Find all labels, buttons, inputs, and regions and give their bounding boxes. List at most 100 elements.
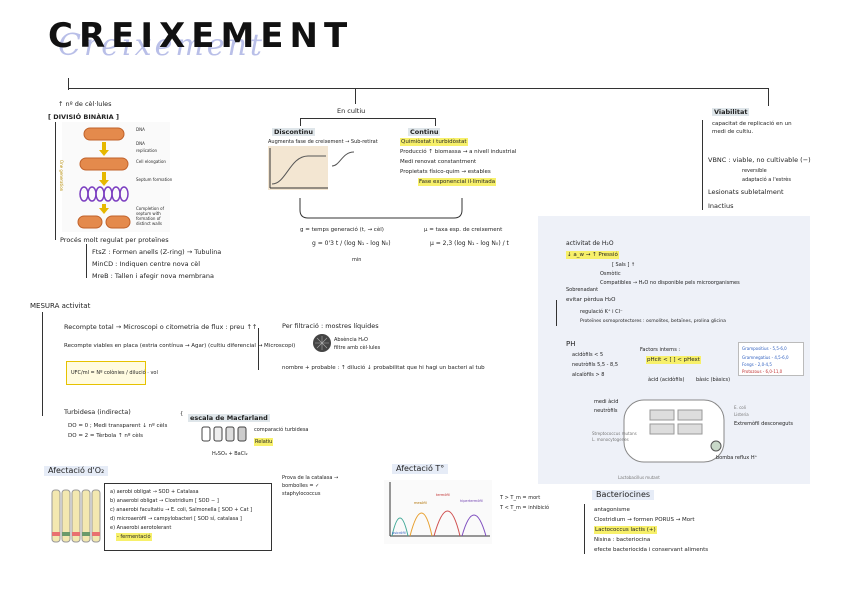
bact-item-5: efecte bacteriocida i conservant aliment… (594, 546, 708, 554)
fig-label-completion: Completion of septum with formation of d… (136, 206, 170, 226)
aw-osmotic: Osmòtic (600, 270, 621, 278)
mcf-chem: H₂SO₄ + BaCl₂ (212, 450, 248, 458)
recompte-viables: Recompte viables en placa (estria contín… (64, 342, 295, 350)
o2-title: Afectació d'O₂ (44, 466, 108, 476)
osmo-bracket (556, 300, 557, 326)
nombre-probable: nombre + probable : ↑ dilució ↓ probabil… (282, 364, 485, 372)
mcfarland-title: escala de Macfarland (188, 414, 270, 422)
temp-title: Afectació T° (392, 464, 448, 474)
growth-curve-figure (268, 146, 358, 190)
legend-item-fongs: Fongs - 2,0-4,5 (739, 361, 803, 368)
mu-equation: μ = 2,3 (log N₁ - log N₀) / t (430, 240, 509, 248)
filtr-bracket (258, 328, 259, 370)
turb-do2: DO = 2 = Tèrbola ↑ nº cèls (68, 432, 143, 440)
ph-title: PH (566, 340, 576, 348)
bact-title: Bacteriocines (592, 490, 654, 500)
formula-g-label: g = temps generació (t, → cèl) (300, 226, 384, 234)
aw-sals: [ Sals ] ↑ (612, 261, 635, 269)
g-equation: g = 0'3 t / (log N₁ - log N₀) (312, 240, 391, 248)
ftsz-item: FtsZ : Formen anells (Z-ring) → Tubulina (92, 248, 221, 256)
neutrofils: neutròfils (594, 407, 618, 415)
medi-acid: medi àcid (594, 398, 618, 406)
o2-tubes-figure (50, 486, 104, 548)
turb-do0: DO = 0 ; Medi transparent ↓ nº cèls (68, 422, 167, 430)
viabilitat-desc: capacitat de replicació en un medi de cu… (712, 120, 800, 136)
viabilitat-title: Viabilitat (712, 108, 749, 116)
cultiu-branch-right (435, 118, 436, 126)
o2-item-a: a) aerobi obligat → SOD + Catalasa (110, 488, 199, 496)
proc-regulat: Procés molt regulat per proteïnes (60, 236, 169, 244)
cont-title: Continu (408, 128, 440, 136)
bact-item-2: Clostridium → formen PORUS → Mort (594, 516, 695, 524)
temp-mort: T > T_m = mort (500, 494, 540, 502)
temp-label-termofil: termòfil (436, 492, 450, 499)
temp-label-hipertermofil: hipertermòfil (460, 498, 483, 505)
bact-item-4: Nisina : bacteriocina (594, 536, 650, 544)
recompte-total: Recompte total → Microscopi o citometria… (64, 323, 257, 331)
extremofil-desconeguts: Extremòfil desconeguts (734, 420, 793, 428)
legend-item-gram-neg: Gramnegatius - 4,5-6,0 (739, 354, 803, 361)
osmo-regulacio: regulació K⁺ i Cl⁻ (580, 308, 623, 316)
temp-label-mesofil: mesòfil (414, 500, 427, 507)
o2-item-d: d) microaeròfil → campylobacteri [ SOD s… (110, 515, 242, 523)
disc-title: Discontinu (272, 128, 315, 136)
cell-count: ↑ nº de cèl·lules (58, 100, 112, 108)
mesura-title: MESURA activitat (30, 302, 90, 310)
temp-inhibicio: T < T_m = inhibició (500, 504, 549, 512)
vbnc: VBNC : viable, no cultivable (−) (708, 156, 811, 164)
filter-figure (312, 333, 332, 353)
aw-title: activitat de H₂O (566, 240, 614, 248)
disc-desc: Augmenta fase de creixement → Sub-retira… (268, 138, 378, 146)
min-unit: min (352, 256, 361, 264)
o2-item-b: b) anaerobi obligat → Clostridium [ SOD … (110, 497, 219, 505)
ph-scale: pHcit < [ ] < pHext (646, 356, 701, 364)
cell-label-lactobacillus: Lactobacillus mutant (618, 474, 660, 481)
cell-label-listeria-mono: L. monocytogenes (592, 436, 629, 443)
mesura-bracket (42, 312, 43, 416)
cont-item-3: Medi renovat constantment (400, 158, 476, 166)
ph-acidofils: acidòfils < 5 (572, 351, 603, 359)
fase-exponencial: Fase exponencial il·limitada (418, 178, 496, 186)
viab-bracket (702, 120, 703, 210)
inactius: Inactius (708, 202, 733, 210)
catalasa-test: Prova de la catalasa → bombolles = ✓ sta… (282, 474, 352, 498)
connector-left (68, 78, 69, 90)
legend-item-protozous: Protozous - 6,0-11,0 (739, 368, 803, 375)
o2-item-ferm: - fermentació (116, 533, 152, 541)
mcf-relatiu: Relatiu (254, 438, 273, 446)
fig-label-septum: Septum formation (136, 176, 172, 183)
ufc-formula: UFC/ml = Nº colònies / dilució · vol (67, 362, 145, 384)
mcf-comparacio: comparació turbidesa (254, 426, 309, 434)
ufc-formula-box: UFC/ml = Nº colònies / dilució · vol (66, 361, 146, 385)
main-connector (68, 88, 768, 89)
temp-label-psicrofil: psicròfil (392, 530, 406, 537)
filter-sub-2: filtre amb cèl·lules (334, 344, 380, 352)
cont-item-4: Propietats físico-quim → estables (400, 168, 491, 176)
lesionats: Lesionats subletalment (708, 188, 784, 196)
bact-item-3: Lactococcus lactis (+) (594, 526, 657, 534)
ph-acid: àcid (acidòfils) (648, 376, 684, 384)
bomba-reflux: bomba reflux H⁺ (716, 454, 757, 462)
factors-interns: Factors interns : (640, 346, 680, 354)
cultiu-branch-left (300, 118, 301, 126)
o2-item-e: e) Anaerobi aerotolerant (110, 524, 171, 532)
aw-compatibles: Compatibles → H₂O no disponible pels mic… (600, 279, 740, 287)
fig-label-elongation: Cell elongation (136, 158, 166, 165)
formula-mu-label: μ = taxa esp. de creixement (424, 226, 502, 234)
turbidesa: Turbidesa (indirecta) (64, 408, 131, 416)
ph-legend-box: Grampositius - 5,5-6,0 Gramnegatius - 4,… (738, 342, 804, 376)
per-filtracio: Per filtració : mostres líquides (282, 322, 379, 330)
aw-pressio: ↓ a_w → ↑ Pressió (566, 251, 619, 259)
ph-basic: bàsic (bàsics) (696, 376, 730, 384)
bact-item-1: antagonisme (594, 506, 630, 514)
osmo-proteines: Proteïnes osmoprotectores : osmolites, b… (580, 318, 726, 326)
cont-item-2: Producció ↑ biomassa → a nivell industri… (400, 148, 516, 156)
fig-label-dna: DNA (136, 126, 145, 133)
mincd-item: MinCD : Indiquen centre nova cèl (92, 260, 200, 268)
legend-item-gram-pos: Grampositius - 5,5-6,0 (739, 343, 803, 354)
cell-label-ecoli: E. coli (734, 404, 746, 411)
vbnc-adaptacio: adaptació a l'estrès (742, 176, 791, 184)
cont-item-1: Quimiòstat i turbidòstat (400, 138, 468, 146)
center-connector (355, 88, 356, 104)
osmo-evitar: evitar pèrdua H₂O (566, 296, 616, 304)
